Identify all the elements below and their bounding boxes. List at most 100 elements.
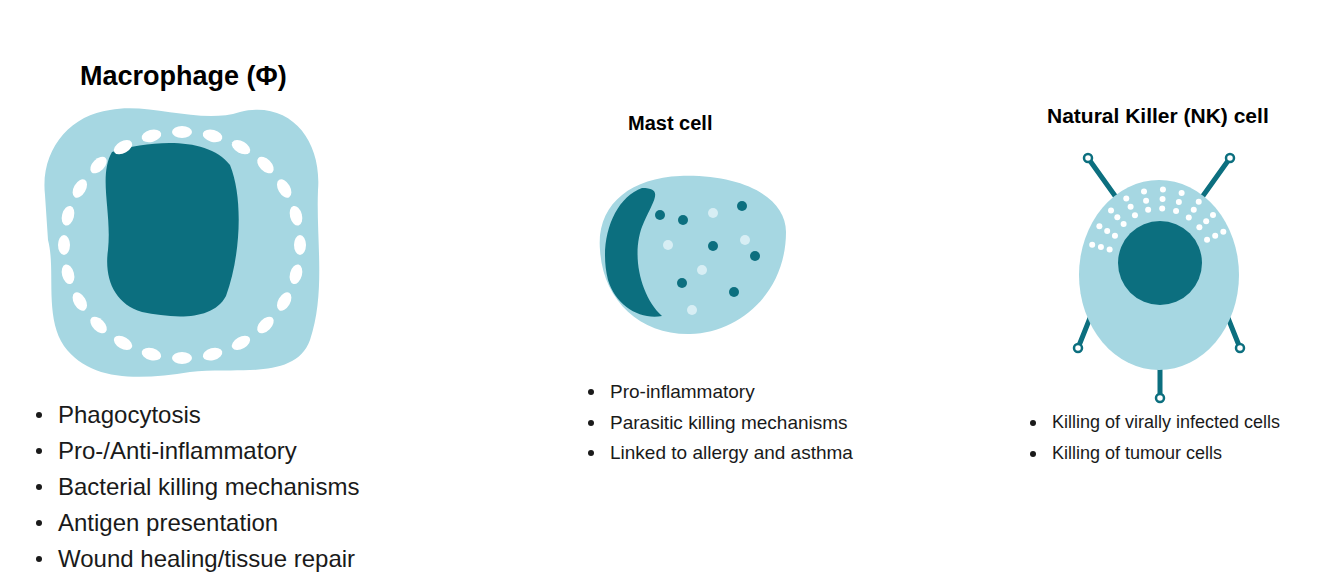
nk-cell-nucleus (1118, 221, 1202, 305)
receptor-head (1226, 154, 1234, 162)
function-bullet: Antigen presentation (58, 509, 278, 537)
mast-cell-drawing (600, 176, 786, 334)
granule (1186, 215, 1192, 221)
receptor-stem (1088, 158, 1118, 200)
nk-receptors (1074, 154, 1244, 402)
mast-cell-nucleus (605, 188, 662, 317)
granule (1212, 233, 1218, 239)
vesicle (111, 333, 134, 353)
granule (729, 287, 739, 297)
granule (1220, 229, 1226, 235)
vesicle (288, 205, 305, 227)
vesicle (58, 235, 70, 255)
vesicle (60, 263, 77, 285)
granule (1179, 190, 1185, 196)
nk-cell-drawing (1074, 154, 1244, 402)
granule (677, 278, 687, 288)
vesicle (201, 127, 223, 144)
vesicle (87, 314, 110, 337)
receptor-head (1236, 344, 1244, 352)
granule (1210, 212, 1216, 218)
granule (1203, 218, 1209, 224)
granule (1108, 207, 1114, 213)
vesicle (60, 205, 77, 227)
function-bullet: Wound healing/tissue repair (58, 545, 355, 573)
vesicle (140, 127, 162, 144)
granule (1176, 199, 1182, 205)
macrophage-drawing (44, 108, 319, 377)
granule (678, 215, 688, 225)
vesicle (172, 352, 192, 364)
cell-panel: Mast cellPro-inflammatoryParasitic killi… (570, 105, 910, 475)
nk-cell-body (1079, 180, 1239, 370)
vesicle (254, 314, 277, 337)
function-bullet: Parasitic killing mechanisms (610, 412, 848, 434)
granule (708, 208, 718, 218)
function-bullet: Linked to allergy and asthma (610, 442, 853, 464)
mast-cell-body (600, 176, 786, 334)
granule (1173, 208, 1179, 214)
nk-granules (1089, 187, 1226, 253)
vesicle (87, 154, 110, 177)
granule (1160, 187, 1166, 193)
macrophage-body (44, 108, 319, 377)
granule (1196, 224, 1202, 230)
function-bullet: Bacterial killing mechanisms (58, 473, 359, 501)
receptor-head (1074, 344, 1082, 352)
granule (1159, 205, 1165, 211)
cell-panel: Natural Killer (NK) cellKilling of viral… (1015, 95, 1330, 475)
granule (697, 265, 707, 275)
vesicle (172, 126, 192, 138)
vesicle (70, 177, 90, 200)
vesicle (111, 137, 134, 157)
granule (1196, 199, 1202, 205)
granule (1114, 214, 1120, 220)
vesicle (140, 346, 162, 363)
vesicle (229, 137, 252, 157)
vesicle (229, 333, 252, 353)
granule (1089, 242, 1095, 248)
granule (1132, 212, 1138, 218)
cell-title: Natural Killer (NK) cell (1047, 104, 1269, 128)
macrophage-nucleus (106, 143, 239, 317)
function-bullet: Killing of virally infected cells (1052, 412, 1280, 433)
receptor-stem (1200, 158, 1230, 200)
granule (663, 240, 673, 250)
vesicle (288, 263, 305, 285)
granule (1098, 244, 1104, 250)
cell-panel: Macrophage (Φ) PhagocytosisPro-/Anti-infl… (20, 55, 440, 580)
receptor-head (1156, 394, 1164, 402)
vesicle (274, 177, 294, 200)
granule (687, 305, 697, 315)
cell-title: Macrophage (Φ) (80, 61, 287, 92)
function-bullet: Killing of tumour cells (1052, 443, 1222, 464)
function-bullet: Pro-/Anti-inflammatory (58, 437, 297, 465)
granule (750, 251, 760, 261)
granule (708, 241, 718, 251)
granule (655, 210, 665, 220)
granule (1096, 223, 1102, 229)
vesicle (70, 290, 90, 313)
granule (1160, 196, 1166, 202)
vesicle (254, 154, 277, 177)
mast-cell-granules (655, 201, 760, 315)
granule (737, 201, 747, 211)
granule (1204, 237, 1210, 243)
receptor-head (1084, 154, 1092, 162)
granule (740, 235, 750, 245)
granule (1121, 221, 1127, 227)
granule (1112, 233, 1118, 239)
granule (1123, 196, 1129, 202)
granule (1191, 207, 1197, 213)
function-bullet: Phagocytosis (58, 401, 201, 429)
cell-title: Mast cell (628, 112, 712, 135)
granule (1141, 188, 1147, 194)
granule (1145, 207, 1151, 213)
function-bullet: Pro-inflammatory (610, 381, 755, 403)
granule (1143, 198, 1149, 204)
granule (1107, 246, 1113, 252)
vesicle (201, 346, 223, 363)
granule (1104, 228, 1110, 234)
macrophage-vesicles (58, 126, 306, 364)
